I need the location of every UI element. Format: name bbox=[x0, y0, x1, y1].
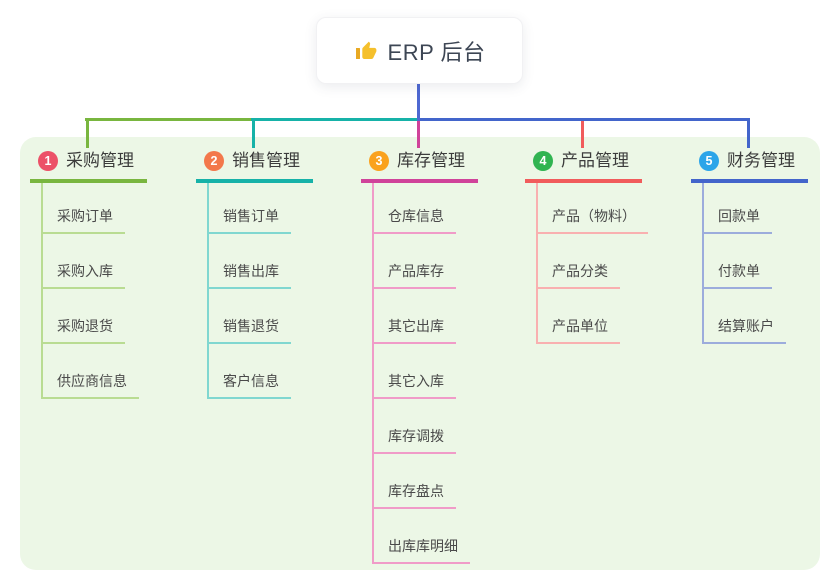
branch-label: 财务管理 bbox=[727, 151, 795, 170]
child-node[interactable]: 其它出库 bbox=[372, 316, 456, 344]
branch-number-badge: 2 bbox=[204, 151, 224, 171]
branch-number-badge: 1 bbox=[38, 151, 58, 171]
branch-number-badge: 5 bbox=[699, 151, 719, 171]
thumbs-up-icon bbox=[354, 39, 378, 63]
child-trunk-line bbox=[536, 183, 538, 344]
branch-drop-line bbox=[417, 118, 420, 148]
child-node[interactable]: 产品（物料） bbox=[536, 206, 648, 234]
child-node[interactable]: 其它入库 bbox=[372, 371, 456, 399]
child-trunk-line bbox=[41, 183, 43, 399]
child-node[interactable]: 结算账户 bbox=[702, 316, 786, 344]
branch-node-3[interactable]: 3 库存管理 bbox=[361, 147, 478, 183]
child-node[interactable]: 销售退货 bbox=[207, 316, 291, 344]
child-node[interactable]: 产品库存 bbox=[372, 261, 456, 289]
child-node[interactable]: 供应商信息 bbox=[41, 371, 139, 399]
child-node[interactable]: 仓库信息 bbox=[372, 206, 456, 234]
root-label: ERP 后台 bbox=[387, 39, 486, 65]
branch-label: 产品管理 bbox=[561, 151, 629, 170]
child-node[interactable]: 回款单 bbox=[702, 206, 772, 234]
child-trunk-line bbox=[207, 183, 209, 399]
branch-drop-line bbox=[86, 118, 89, 148]
child-node[interactable]: 客户信息 bbox=[207, 371, 291, 399]
child-node[interactable]: 采购退货 bbox=[41, 316, 125, 344]
child-node[interactable]: 库存盘点 bbox=[372, 481, 456, 509]
child-trunk-line bbox=[702, 183, 704, 344]
child-node[interactable]: 出库库明细 bbox=[372, 536, 470, 564]
branch-drop-line bbox=[252, 118, 255, 148]
child-node[interactable]: 产品单位 bbox=[536, 316, 620, 344]
child-node[interactable]: 销售订单 bbox=[207, 206, 291, 234]
root-stem-line bbox=[417, 84, 420, 121]
branch-label: 库存管理 bbox=[397, 151, 465, 170]
branch-drop-line bbox=[747, 118, 750, 148]
branch-node-2[interactable]: 2 销售管理 bbox=[196, 147, 313, 183]
bus-segment bbox=[418, 118, 750, 121]
root-node[interactable]: ERP 后台 bbox=[316, 17, 523, 84]
bus-segment bbox=[251, 118, 418, 121]
branch-label: 采购管理 bbox=[66, 151, 134, 170]
branch-node-5[interactable]: 5 财务管理 bbox=[691, 147, 808, 183]
child-node[interactable]: 销售出库 bbox=[207, 261, 291, 289]
branch-node-4[interactable]: 4 产品管理 bbox=[525, 147, 642, 183]
child-node[interactable]: 产品分类 bbox=[536, 261, 620, 289]
branch-number-badge: 4 bbox=[533, 151, 553, 171]
bus-segment bbox=[85, 118, 253, 121]
mindmap-panel bbox=[20, 137, 820, 570]
child-trunk-line bbox=[372, 183, 374, 564]
child-node[interactable]: 采购订单 bbox=[41, 206, 125, 234]
branch-node-1[interactable]: 1 采购管理 bbox=[30, 147, 147, 183]
child-node[interactable]: 库存调拨 bbox=[372, 426, 456, 454]
child-node[interactable]: 采购入库 bbox=[41, 261, 125, 289]
branch-drop-line bbox=[581, 118, 584, 148]
branch-label: 销售管理 bbox=[232, 151, 300, 170]
child-node[interactable]: 付款单 bbox=[702, 261, 772, 289]
branch-number-badge: 3 bbox=[369, 151, 389, 171]
